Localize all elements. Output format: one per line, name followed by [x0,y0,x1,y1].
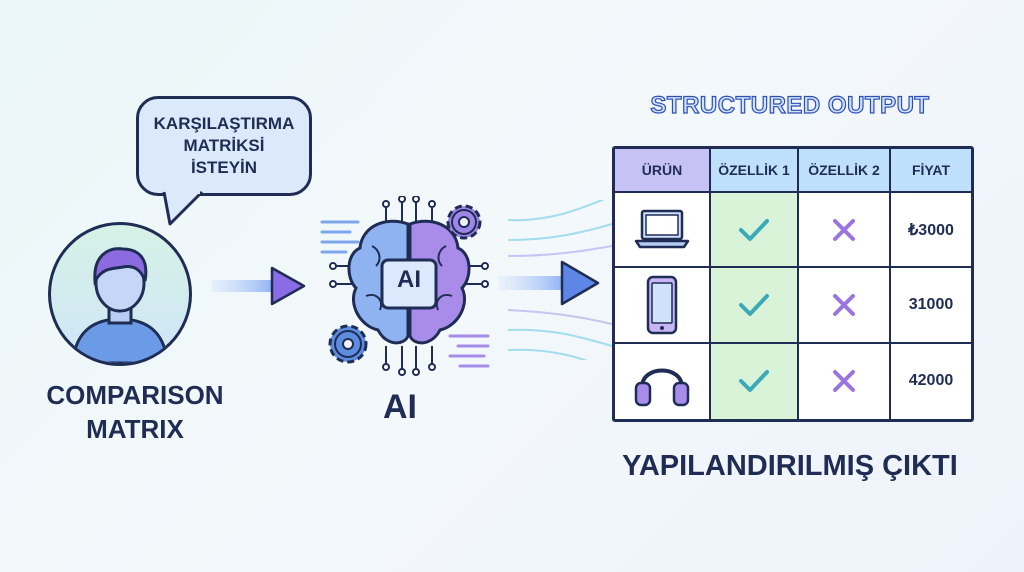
table-row-1-price: ₺3000 [891,193,971,269]
comparison-label-line-2: MATRIX [86,414,184,444]
comparison-label-line-1: COMPARISON [46,380,224,410]
table-row-1-feature-1 [711,193,799,269]
bubble-line-3: İSTEYİN [190,158,258,177]
table-row-3-product [615,343,711,419]
check-icon [739,370,769,393]
structured-output-title: STRUCTURED OUTPUT [650,91,930,119]
person-icon [71,247,169,363]
flow-arrow-icon [498,200,613,360]
table-row-2-product [615,268,711,344]
code-lines-icon [320,220,360,254]
cross-icon [833,293,855,316]
comparison-table: ÜRÜN ÖZELLİK 1 ÖZELLİK 2 FİYAT ₺3000 310… [612,146,974,422]
user-avatar [48,222,192,366]
table-row-2-feature-2 [799,268,891,344]
table-row-3-feature-2 [799,343,891,419]
gear-icon [446,204,482,240]
bubble-line-2: MATRİKSİ [183,136,265,155]
table-row-3-price: 42000 [891,343,971,419]
table-header-price: FİYAT [891,149,971,193]
check-icon [739,218,769,241]
table-row-1-product [615,193,711,269]
ai-chip-label: AI [397,266,421,293]
code-lines-icon-2 [448,334,490,368]
table-header-feature-1: ÖZELLİK 1 [711,149,799,193]
check-icon [739,293,769,316]
ai-brain-icon [329,196,489,376]
arrow-right-icon [212,266,306,306]
tablet-icon [646,275,678,335]
table-row-3-feature-1 [711,343,799,419]
speech-bubble: KARŞILAŞTIRMA MATRİKSİ İSTEYİN [136,96,312,196]
structured-output-caption: YAPILANDIRILMIŞ ÇIKTI [622,450,958,482]
bubble-line-1: KARŞILAŞTIRMA [153,114,295,133]
table-row-2-price: 31000 [891,268,971,344]
ai-caption: AI [383,388,417,426]
table-row-1-feature-2 [799,193,891,269]
cross-icon [833,370,855,393]
bubble-tail-icon [162,190,204,226]
comparison-matrix-label: COMPARISON MATRIX [20,378,250,446]
table-row-2-feature-1 [711,268,799,344]
laptop-icon [634,209,690,248]
headphones-icon [634,368,690,407]
gear-icon-2 [328,324,368,364]
table-header-product: ÜRÜN [615,149,711,193]
cross-icon [833,218,855,241]
table-header-feature-2: ÖZELLİK 2 [799,149,891,193]
